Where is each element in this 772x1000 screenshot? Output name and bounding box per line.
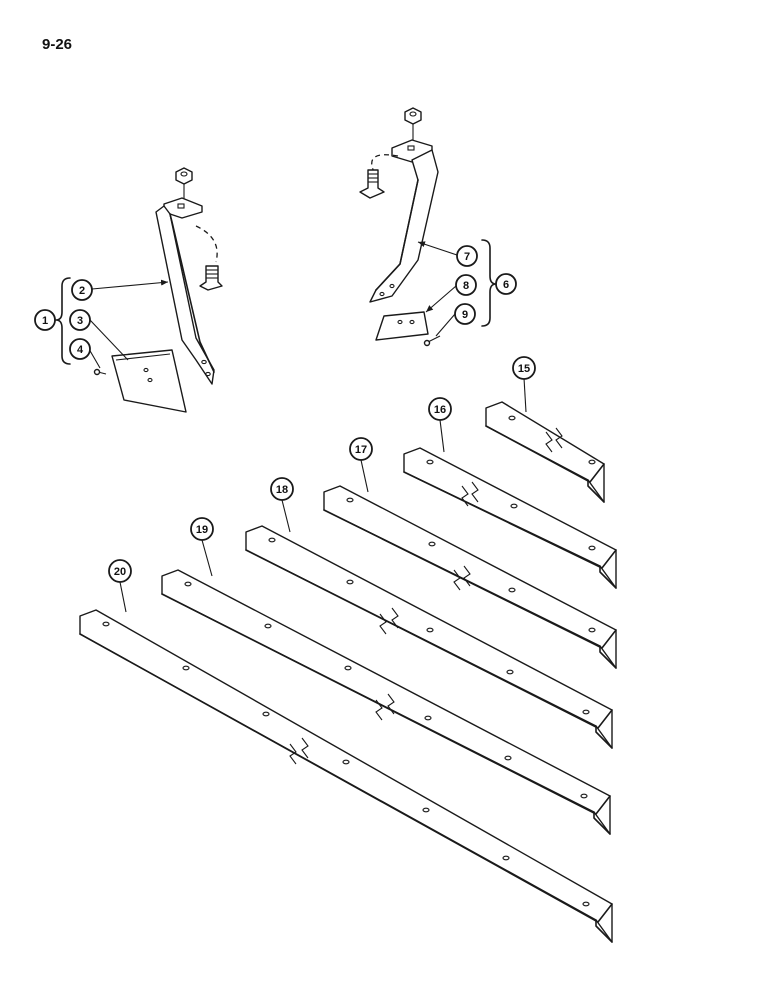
callout-label: 18 [276, 484, 288, 496]
angle-bar-18 [245, 525, 613, 749]
callout-label: 7 [464, 251, 470, 263]
callout-15: 15 [512, 356, 536, 380]
callout-6: 6 [495, 273, 517, 295]
angle-bar-17 [323, 485, 617, 669]
callout-label: 16 [434, 404, 446, 416]
shank-assembly-right [359, 107, 441, 347]
callout-label: 1 [42, 315, 48, 327]
callout-7: 7 [456, 245, 478, 267]
callout-20: 20 [108, 559, 132, 583]
callout-19: 19 [190, 517, 214, 541]
angle-bar-15 [485, 401, 605, 503]
callout-17: 17 [349, 437, 373, 461]
brace-item-1 [55, 277, 71, 365]
callout-label: 3 [77, 315, 83, 327]
callout-label: 2 [79, 285, 85, 297]
callout-1: 1 [34, 309, 56, 331]
shank-assembly-left [93, 167, 223, 413]
leader-lines [88, 241, 527, 613]
angle-bar-16 [403, 447, 617, 589]
callout-label: 19 [196, 524, 208, 536]
callout-3: 3 [69, 309, 91, 331]
callout-4: 4 [69, 338, 91, 360]
angle-bar-20 [79, 609, 613, 943]
callout-label: 8 [463, 280, 469, 292]
callout-18: 18 [270, 477, 294, 501]
brace-item-6 [481, 239, 497, 327]
callout-label: 17 [355, 444, 367, 456]
callout-label: 6 [503, 279, 509, 291]
callout-9: 9 [454, 303, 476, 325]
angle-bar-19 [161, 569, 611, 835]
callout-label: 20 [114, 566, 126, 578]
callout-16: 16 [428, 397, 452, 421]
callout-label: 4 [77, 344, 84, 356]
callout-label: 15 [518, 363, 530, 375]
callout-label: 9 [462, 309, 468, 321]
callout-2: 2 [71, 279, 93, 301]
callout-8: 8 [455, 274, 477, 296]
page-number: 9-26 [42, 36, 73, 53]
